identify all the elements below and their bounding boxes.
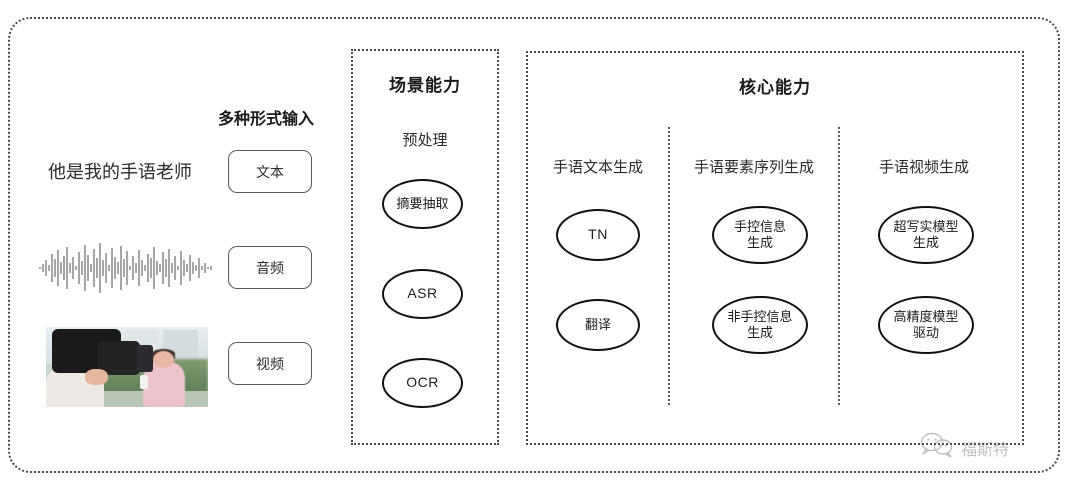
core-column-sign-element-sequence-generation: 手语要素序列生成	[670, 160, 838, 175]
wechat-icon-svg	[920, 432, 953, 458]
video-thumbnail	[46, 327, 208, 407]
core-node-hyper-realistic-model-generation[interactable]: 超写实模型 生成	[878, 206, 974, 264]
core-node-non-manual-info-generation[interactable]: 非手控信息 生成	[712, 296, 808, 354]
core-column-label: 手语要素序列生成	[693, 159, 814, 176]
outer-frame	[8, 17, 1060, 473]
scene-node-ocr[interactable]: OCR	[382, 358, 463, 408]
scene-node-summary-extraction[interactable]: 摘要抽取	[382, 179, 463, 229]
core-capability-title: 核心能力	[739, 78, 811, 97]
thumb-camera-hood	[136, 344, 153, 372]
scene-capability-panel: 场景能力	[351, 49, 499, 445]
core-capability-panel: 核心能力	[526, 51, 1024, 445]
input-button-text[interactable]: 文本	[228, 150, 312, 193]
input-button-video[interactable]: 视频	[228, 342, 312, 385]
thumb-reporter-head	[152, 351, 174, 368]
input-button-audio[interactable]: 音频	[228, 246, 312, 289]
scene-column-preprocessing: 预处理	[351, 133, 499, 148]
core-node-tn[interactable]: TN	[556, 209, 640, 261]
thumb-microphone	[139, 375, 149, 390]
core-column-label: 手语文本生成	[552, 159, 643, 176]
input-section-heading: 多种形式输入	[218, 111, 315, 128]
core-column-sign-text-generation: 手语文本生成	[528, 160, 668, 175]
audio-waveform	[38, 238, 214, 298]
core-column-sign-video-generation: 手语视频生成	[840, 160, 1008, 175]
core-column-divider-2	[838, 127, 840, 405]
watermark: 福斯特	[920, 432, 1009, 463]
core-node-high-precision-model-driving[interactable]: 高精度模型 驱动	[878, 296, 974, 354]
wechat-icon	[920, 432, 954, 463]
core-node-translation[interactable]: 翻译	[556, 299, 640, 351]
scene-node-asr[interactable]: ASR	[382, 269, 463, 319]
scene-capability-title: 场景能力	[389, 76, 461, 95]
core-column-divider-1	[668, 127, 670, 405]
scene-column-label: 预处理	[402, 132, 448, 149]
watermark-text: 福斯特	[961, 441, 1010, 459]
audio-waveform-svg	[39, 243, 212, 293]
core-column-label: 手语视频生成	[878, 159, 969, 176]
sample-input-text: 他是我的手语老师	[48, 162, 192, 182]
core-node-manual-info-generation[interactable]: 手控信息 生成	[712, 206, 808, 264]
thumb-camera-lens	[97, 341, 140, 375]
thumb-operator-hand	[84, 368, 108, 385]
